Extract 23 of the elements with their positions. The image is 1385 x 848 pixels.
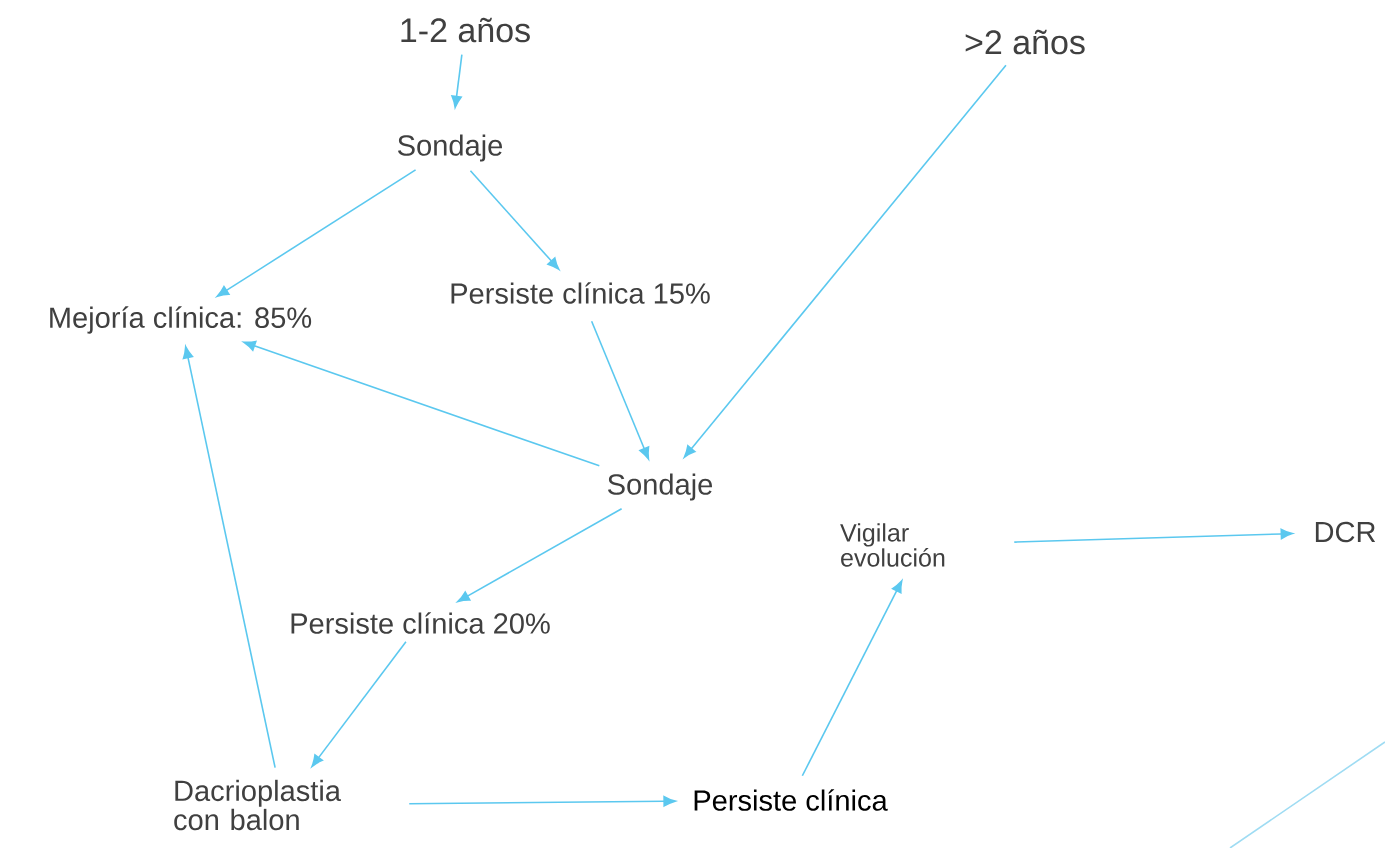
node-label: 1-2 años — [401, 17, 530, 43]
arrow — [408, 795, 676, 807]
arrow — [451, 53, 463, 109]
arrow — [590, 320, 650, 460]
node-label: Persiste clínica 20% — [291, 612, 550, 634]
arrow — [182, 346, 276, 769]
node-label: Sondaje — [608, 473, 712, 501]
arrow — [243, 340, 601, 467]
node-label: DCR — [1315, 521, 1376, 543]
arrow — [469, 170, 560, 270]
node-label: Persiste clínica 15% — [451, 282, 710, 304]
arrow — [457, 507, 623, 603]
node-label: Vigilar evolución — [840, 523, 945, 567]
node-label: >2 años — [965, 29, 1085, 55]
arrow — [311, 640, 407, 768]
node-label: Dacrioplastia con balon — [174, 779, 341, 831]
arrow — [1013, 528, 1293, 543]
arrow — [801, 580, 903, 777]
node-label: Sondaje — [398, 134, 502, 162]
arrow — [216, 169, 417, 298]
node-label: Persiste clínica — [694, 789, 888, 811]
arrow — [683, 64, 1007, 458]
node-label: Mejoría clínica: 85% — [50, 306, 312, 334]
